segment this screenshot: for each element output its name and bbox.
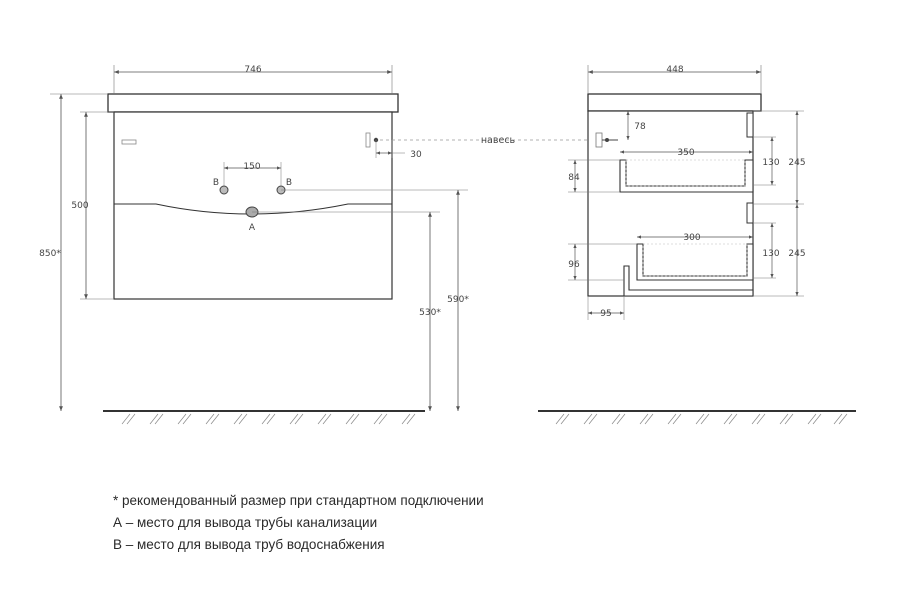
side-view: 448 78 350 300 84 96 95 130 130: [538, 65, 856, 425]
side-front-upper: [746, 112, 754, 138]
dim-upper-front-245-label: 245: [788, 158, 805, 168]
dim-width-label: 746: [244, 65, 261, 75]
dim-inlet-height-label: 590*: [447, 295, 469, 305]
pipe-b-left-label: B: [213, 178, 219, 188]
dim-upper-front-130-label: 130: [762, 158, 779, 168]
dim-lower-front-130-label: 130: [762, 249, 779, 259]
dim-total-height-label: 850*: [39, 249, 61, 259]
lower-drawer-inner: [642, 243, 748, 277]
hinge-mark: [121, 139, 137, 145]
dim-lower-front-245-label: 245: [788, 249, 805, 259]
floor-hatch-front: [121, 413, 416, 425]
dim-hanger-offset-label: 30: [410, 150, 422, 160]
dim-drain-height-label: 530*: [419, 308, 441, 318]
front-cabinet-body: [113, 111, 393, 300]
dim-upper-inner-label: 84: [568, 173, 580, 183]
upper-drawer-inner: [625, 159, 746, 187]
hanger-point-side: [605, 138, 609, 142]
note-asterisk: * рекомендованный размер при стандартном…: [113, 493, 484, 508]
legend-notes: * рекомендованный размер при стандартном…: [113, 490, 733, 556]
pipe-b-right-label: B: [286, 178, 292, 188]
hanger-mark-front: [365, 132, 371, 148]
floor-hatch-side: [555, 413, 848, 425]
dim-hanger-drop-label: 78: [634, 122, 646, 132]
dim-lower-inner-label: 96: [568, 260, 580, 270]
side-front-lower: [746, 202, 754, 224]
front-countertop: [107, 93, 399, 113]
dim-upper-drawer-depth-label: 350: [677, 148, 694, 158]
dim-body-height-label: 500: [71, 201, 88, 211]
dim-lower-drawer-depth-label: 300: [683, 233, 700, 243]
dim-pipe-spacing-label: 150: [243, 162, 260, 172]
side-cabinet-body: [587, 110, 754, 297]
front-view: 746 500 850* 150 B B A 30 530* 590*: [39, 65, 469, 425]
note-b: В – место для вывода труб водоснабжения: [113, 537, 385, 552]
side-countertop: [587, 93, 762, 112]
note-a: А – место для вывода трубы канализации: [113, 515, 378, 530]
pipe-b-left: [219, 185, 229, 195]
drain-a-label: A: [249, 223, 256, 233]
dim-bottom-offset-label: 95: [600, 309, 611, 319]
hanger-label: навесь: [481, 135, 516, 146]
hanger-bracket: [595, 132, 603, 148]
dim-depth-label: 448: [666, 65, 683, 75]
